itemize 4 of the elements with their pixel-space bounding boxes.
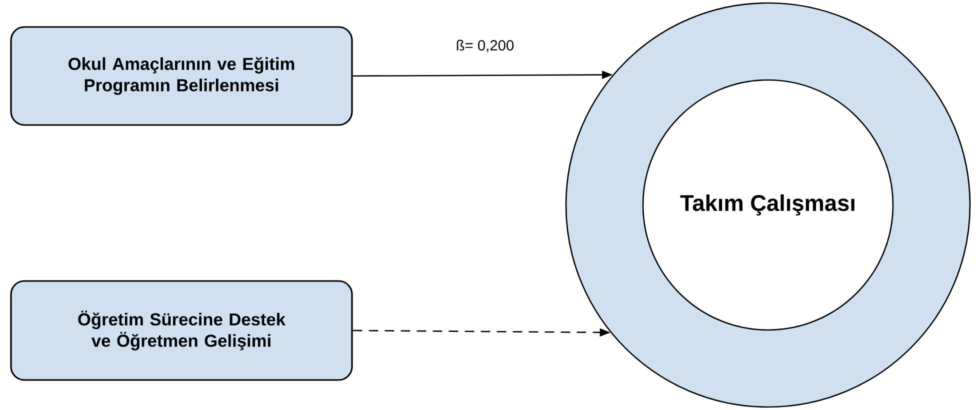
circle-node: Takım Çalışması [642, 79, 894, 331]
process-box: Okul Amaçlarının ve Eğitim Programın Belirlenmesi [10, 26, 353, 126]
process-box: Öğretim Sürecine Destek ve Öğretmen Gelişimi [10, 280, 353, 381]
edge-label: ß= 0,200 [454, 38, 516, 54]
